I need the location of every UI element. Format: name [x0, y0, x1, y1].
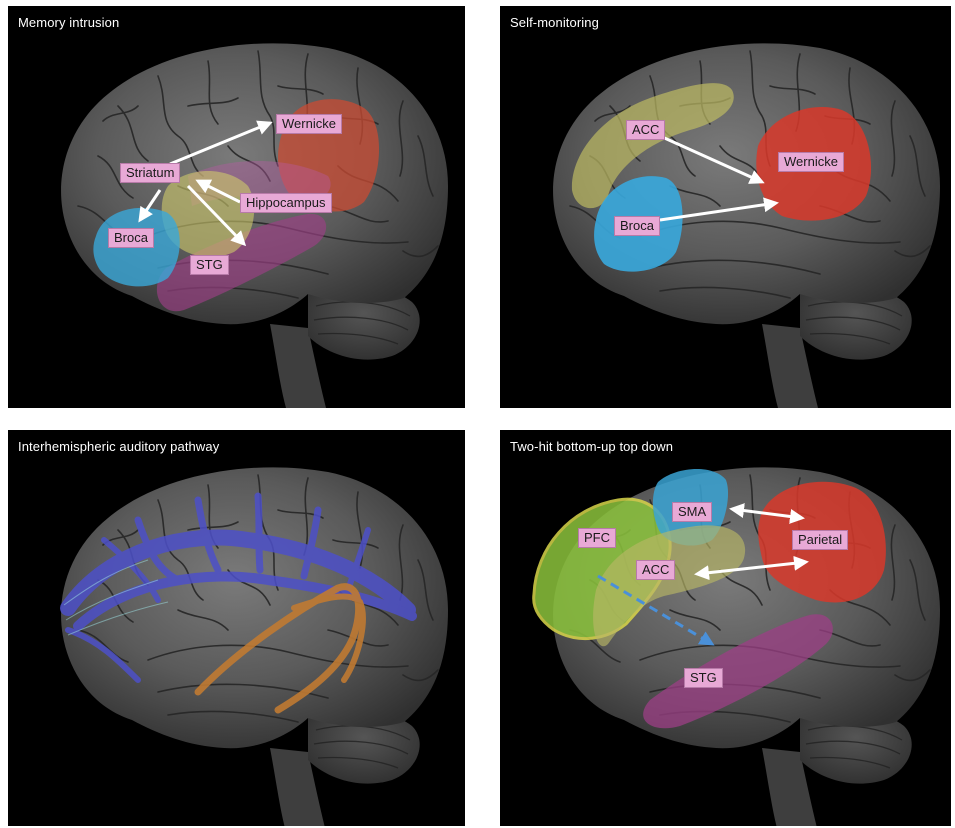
brain-diagram: [60, 466, 449, 826]
panel-title: Self-monitoring: [510, 15, 599, 30]
panel-title: Interhemispheric auditory pathway: [18, 439, 220, 454]
panel-memory-intrusion: Memory intrusion Wernicke Striatum Hippo…: [8, 6, 465, 408]
region-stg: [643, 614, 833, 729]
panel-interhemispheric: Interhemispheric auditory pathway: [8, 430, 465, 826]
label-pfc: PFC: [578, 528, 616, 548]
label-broca: Broca: [108, 228, 154, 248]
auditory-tract: [194, 583, 366, 714]
label-wernicke: Wernicke: [778, 152, 844, 172]
label-striatum: Striatum: [120, 163, 181, 183]
brain-diagram: [552, 42, 941, 408]
panel-title: Memory intrusion: [18, 15, 120, 30]
region-acc: [593, 525, 746, 647]
panel-title: Two-hit bottom-up top down: [510, 439, 674, 454]
label-stg: STG: [684, 668, 723, 688]
region-acc: [571, 83, 734, 209]
label-broca: Broca: [614, 216, 660, 236]
brain-diagram: [532, 466, 941, 826]
callosal-tract: [60, 492, 417, 683]
region-stg: [156, 213, 327, 312]
label-acc: ACC: [636, 560, 676, 580]
panel-two-hit: Two-hit bottom-up top down SMA PFC Parie…: [500, 430, 951, 826]
label-sma: SMA: [672, 502, 713, 522]
label-parietal: Parietal: [792, 530, 849, 550]
brain-diagram: [60, 42, 449, 408]
label-acc: ACC: [626, 120, 666, 140]
label-wernicke: Wernicke: [276, 114, 342, 134]
label-stg: STG: [190, 255, 229, 275]
panel-self-monitoring: Self-monitoring ACC Wernicke Broca: [500, 6, 951, 408]
label-hippocampus: Hippocampus: [240, 193, 332, 213]
